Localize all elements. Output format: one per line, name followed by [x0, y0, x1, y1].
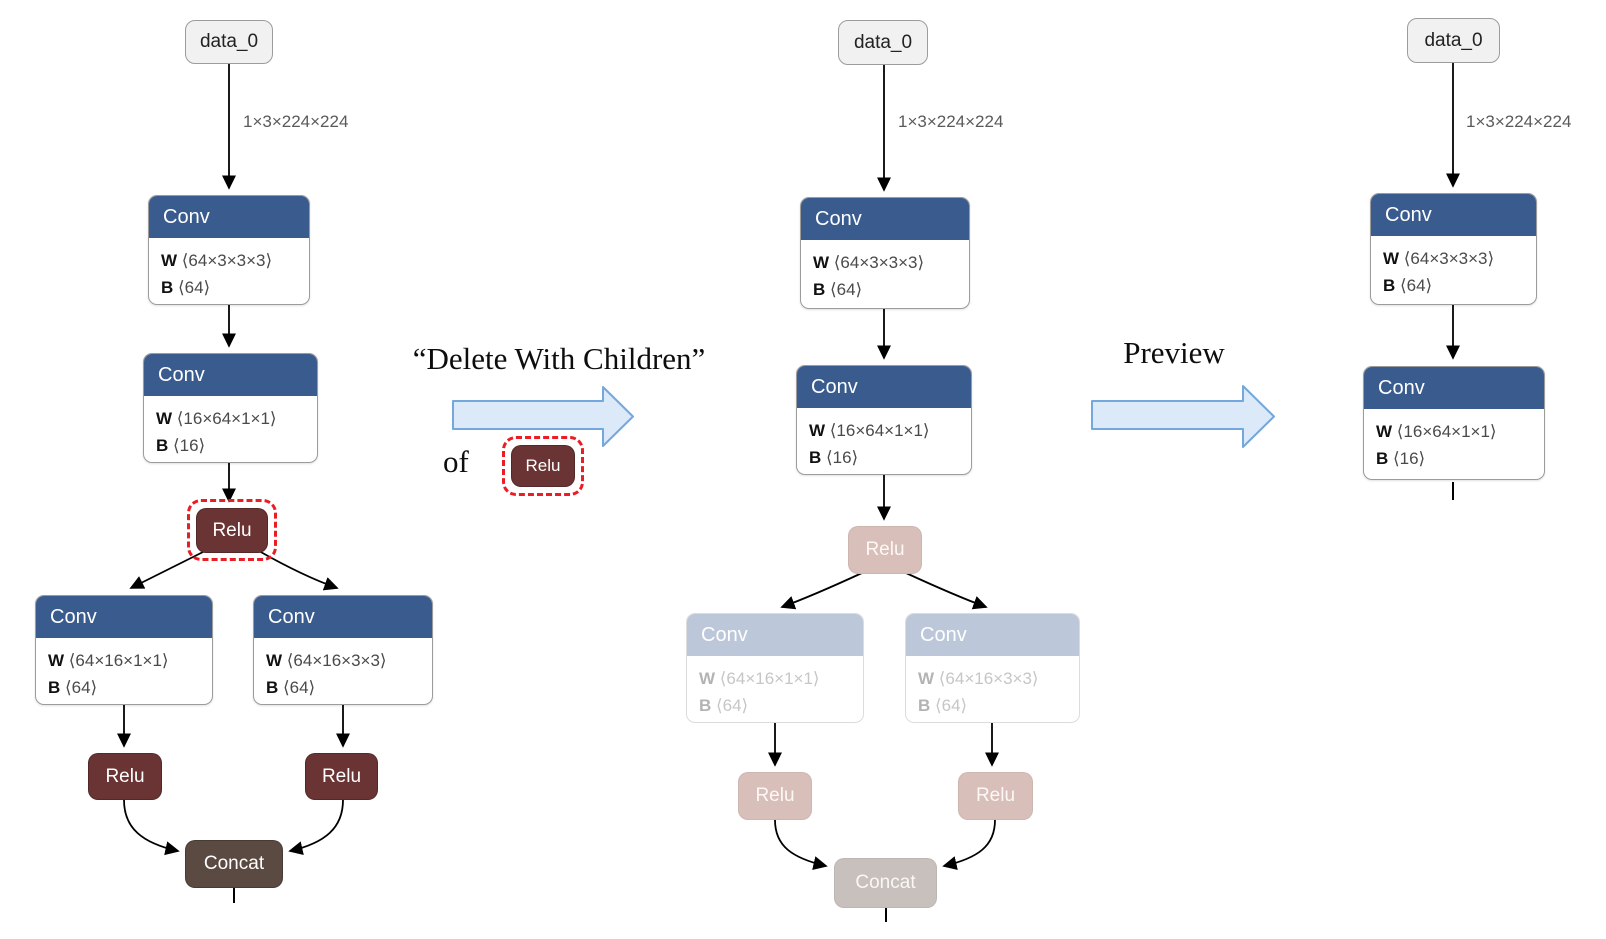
param-b-value: ⟨64⟩: [1400, 276, 1433, 295]
action-of-text: of: [443, 444, 469, 479]
param-w-value: ⟨64×16×1×1⟩: [68, 651, 169, 670]
param-w-key: W: [699, 669, 716, 688]
param-b-key: B: [156, 436, 169, 455]
param-b-value: ⟨64⟩: [65, 678, 98, 697]
conv-node[interactable]: Conv W ⟨16×64×1×1⟩ B ⟨16⟩: [1363, 366, 1545, 480]
param-w-value: ⟨64×16×1×1⟩: [719, 669, 820, 688]
input-node[interactable]: data_0: [1407, 18, 1500, 63]
conv-node[interactable]: Conv W ⟨64×16×1×1⟩ B ⟨64⟩: [35, 595, 213, 705]
param-b-value: ⟨16⟩: [826, 448, 859, 467]
param-w-value: ⟨16×64×1×1⟩: [1396, 422, 1497, 441]
param-w-key: W: [156, 409, 173, 428]
concat-node-label: Concat: [855, 872, 916, 893]
param-b-key: B: [918, 696, 931, 715]
conv-node-title: Conv: [1371, 194, 1536, 236]
relu-node-label: Relu: [755, 785, 795, 806]
input-node-label: data_0: [853, 31, 913, 53]
param-b-value: ⟨64⟩: [178, 278, 211, 297]
param-b-key: B: [266, 678, 279, 697]
concat-node[interactable]: Concat: [185, 840, 283, 888]
relu-node[interactable]: Relu: [88, 753, 162, 800]
tensor-shape-label: 1×3×224×224: [898, 112, 1004, 131]
conv-node-title: Conv: [144, 354, 317, 396]
param-w-value: ⟨64×16×3×3⟩: [286, 651, 387, 670]
param-w-key: W: [266, 651, 283, 670]
param-w-value: ⟨16×64×1×1⟩: [176, 409, 277, 428]
relu-node[interactable]: Relu: [305, 753, 378, 800]
param-b-key: B: [809, 448, 822, 467]
param-w-key: W: [161, 251, 178, 270]
param-w-key: W: [1383, 249, 1400, 268]
conv-node-title: Conv: [149, 196, 309, 238]
conv-node[interactable]: Conv W ⟨64×16×3×3⟩ B ⟨64⟩: [253, 595, 433, 705]
param-b-key: B: [699, 696, 712, 715]
param-b-value: ⟨16⟩: [1393, 449, 1426, 468]
param-b-value: ⟨64⟩: [935, 696, 968, 715]
input-node-label: data_0: [199, 31, 259, 52]
conv-node-title: Conv: [36, 596, 212, 638]
action-caption: “Delete With Children”: [412, 341, 706, 376]
param-w-key: W: [1376, 422, 1393, 441]
relu-node-label: Relu: [865, 539, 905, 560]
tensor-shape-label: 1×3×224×224: [1466, 112, 1572, 131]
param-b-key: B: [1376, 449, 1389, 468]
conv-node-title: Conv: [1364, 367, 1544, 409]
conv-node[interactable]: Conv W ⟨16×64×1×1⟩ B ⟨16⟩: [143, 353, 318, 463]
param-w-key: W: [48, 651, 65, 670]
conv-node-title: Conv: [801, 198, 969, 240]
input-node[interactable]: data_0: [185, 20, 273, 64]
relu-node-label: Relu: [975, 785, 1016, 806]
relu-node-label: Relu: [525, 456, 561, 475]
relu-node-selected[interactable]: Relu: [196, 508, 268, 553]
input-node-label: data_0: [1424, 29, 1483, 51]
relu-node-faded[interactable]: Relu: [848, 526, 922, 574]
tensor-shape-label: 1×3×224×224: [243, 112, 349, 131]
preview-caption: Preview: [1123, 335, 1225, 370]
relu-node-label: Relu: [321, 765, 362, 787]
param-w-value: ⟨64×3×3×3⟩: [181, 251, 273, 270]
param-w-key: W: [809, 421, 826, 440]
param-b-key: B: [1383, 276, 1396, 295]
conv-node-faded[interactable]: Conv W ⟨64×16×3×3⟩ B ⟨64⟩: [905, 613, 1080, 723]
relu-node-callout: Relu: [511, 445, 575, 487]
param-w-key: W: [918, 669, 935, 688]
conv-node-faded[interactable]: Conv W ⟨64×16×1×1⟩ B ⟨64⟩: [686, 613, 864, 723]
selected-node-highlight: [502, 436, 584, 496]
concat-node-faded[interactable]: Concat: [834, 858, 937, 908]
relu-node-label: Relu: [105, 765, 145, 787]
conv-node-title: Conv: [687, 614, 863, 656]
conv-node[interactable]: Conv W ⟨64×3×3×3⟩ B ⟨64⟩: [1370, 193, 1537, 305]
conv-node[interactable]: Conv W ⟨64×3×3×3⟩ B ⟨64⟩: [148, 195, 310, 305]
param-w-value: ⟨64×16×3×3⟩: [938, 669, 1039, 688]
conv-node[interactable]: Conv W ⟨16×64×1×1⟩ B ⟨16⟩: [796, 365, 972, 475]
relu-node-faded[interactable]: Relu: [958, 772, 1033, 820]
param-b-key: B: [813, 280, 826, 299]
param-w-value: ⟨16×64×1×1⟩: [829, 421, 930, 440]
param-b-key: B: [48, 678, 61, 697]
param-w-key: W: [813, 253, 830, 272]
param-w-value: ⟨64×3×3×3⟩: [1403, 249, 1495, 268]
conv-node-title: Conv: [797, 366, 971, 408]
relu-node-faded[interactable]: Relu: [738, 772, 812, 820]
param-b-value: ⟨16⟩: [173, 436, 206, 455]
input-node[interactable]: data_0: [838, 20, 928, 65]
param-b-value: ⟨64⟩: [716, 696, 749, 715]
param-b-key: B: [161, 278, 174, 297]
concat-node-label: Concat: [203, 853, 265, 874]
relu-node-label: Relu: [212, 519, 252, 541]
param-b-value: ⟨64⟩: [283, 678, 316, 697]
conv-node-title: Conv: [254, 596, 432, 638]
param-b-value: ⟨64⟩: [830, 280, 863, 299]
conv-node[interactable]: Conv W ⟨64×3×3×3⟩ B ⟨64⟩: [800, 197, 970, 309]
param-w-value: ⟨64×3×3×3⟩: [833, 253, 925, 272]
selected-node-highlight: [187, 499, 277, 561]
preview-arrow-icon: [1091, 385, 1275, 448]
conv-node-title: Conv: [906, 614, 1079, 656]
